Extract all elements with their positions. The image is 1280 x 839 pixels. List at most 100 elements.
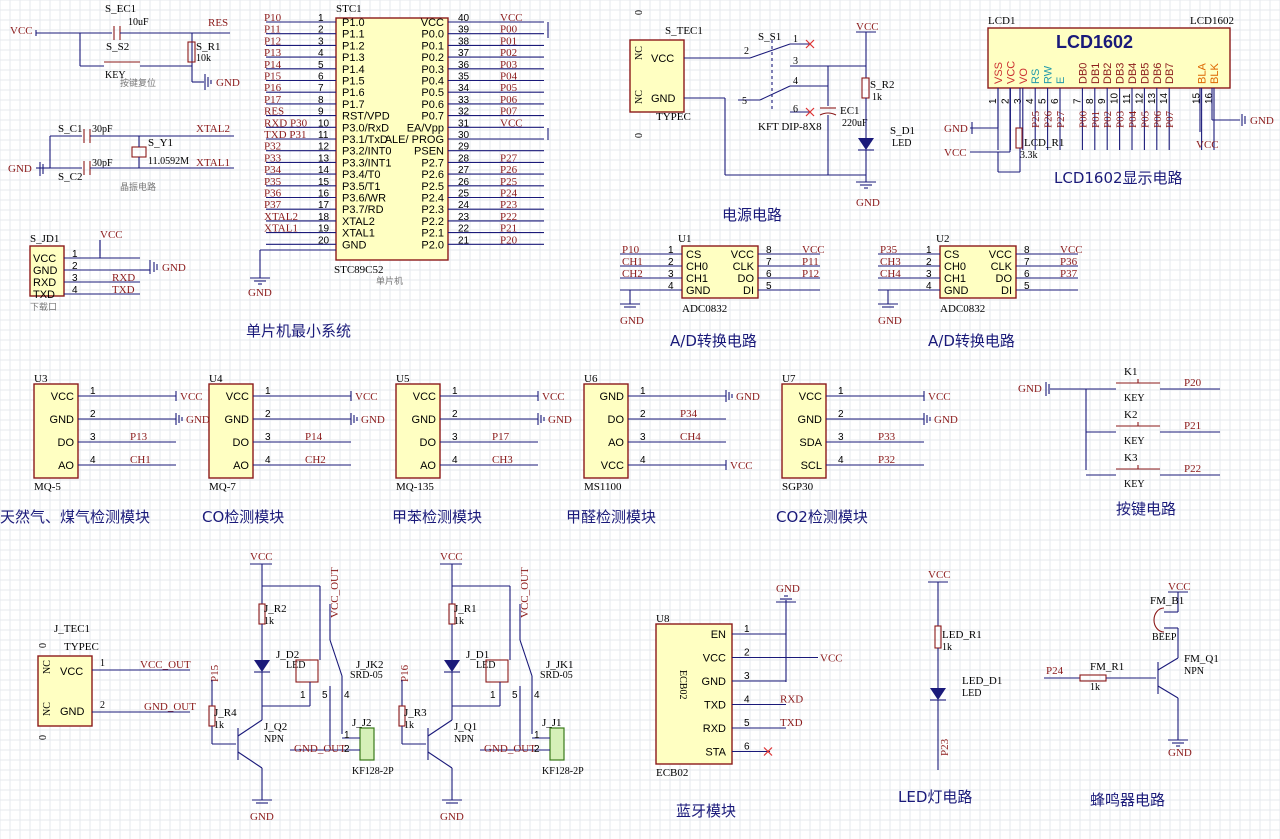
mcu-left-num: 3	[318, 36, 324, 47]
sensor-num: 4	[265, 455, 271, 466]
mcu-right-net: P22	[500, 211, 517, 223]
bt-pin: VCC	[703, 653, 726, 665]
relay-terminal-designator: J_J2	[352, 717, 372, 729]
sensor-net: P17	[492, 431, 510, 443]
buzzer-q-value: NPN	[1184, 666, 1204, 677]
relay-led-designator: J_D1	[466, 649, 489, 661]
mcu-right-pin: P0.3	[421, 64, 444, 76]
sensor-net: VCC	[730, 460, 753, 472]
crystal-frequency: 11.0592M	[148, 156, 189, 167]
adc-right-num: 8	[766, 245, 772, 256]
mcu-part: STC89C52	[334, 264, 384, 276]
download-net: RXD	[112, 272, 135, 284]
lcd-num: 14	[1159, 92, 1170, 104]
sensor-pin: GND	[225, 414, 250, 426]
relay-designator: J_JK2	[356, 659, 384, 671]
adc-left-pin: GND	[944, 285, 969, 297]
key-value: KEY	[1124, 393, 1145, 404]
adc-left-pin: CS	[686, 249, 701, 261]
mcu-left-num: 10	[318, 118, 330, 129]
crystal-c1-value: 30pF	[92, 124, 113, 135]
mcu-right-net: P02	[500, 47, 517, 59]
mcu-right-num: 37	[458, 48, 470, 59]
power-jack-nc-2: NC	[634, 90, 645, 104]
section-title-ms1100: 甲醛检测模块	[566, 508, 656, 526]
mcu-left-pin: P3.6/WR	[342, 193, 386, 205]
keys-gnd: GND	[1018, 383, 1042, 395]
mcu-left-num: 17	[318, 200, 330, 211]
mcu-left-net: P16	[264, 82, 282, 94]
relay-term-num: 1	[534, 730, 540, 741]
adc-right-net: P11	[802, 256, 819, 268]
adc-right-num: 7	[766, 257, 772, 268]
mcu-left-net: P37	[264, 199, 282, 211]
sensor-pin: AO	[420, 460, 436, 472]
sensor-net: P32	[878, 454, 895, 466]
download-pin: VCC	[33, 253, 56, 265]
key-value: KEY	[1124, 436, 1145, 447]
sw-num-4: 4	[793, 76, 798, 87]
mcu-right-net: P20	[500, 234, 518, 246]
adc-left-num: 4	[668, 281, 674, 292]
mcu-left-net: P34	[264, 164, 282, 176]
bt-num: 2	[744, 648, 750, 659]
sensor-part: MS1100	[584, 481, 622, 493]
key-net: P22	[1184, 463, 1201, 475]
sensor-pin: DO	[233, 437, 250, 449]
adc-right-pin: VCC	[731, 249, 754, 261]
mcu-left-net: RES	[264, 106, 284, 118]
relay-terminal-model: KF128-2P	[352, 766, 394, 777]
buzzer-q-designator: FM_Q1	[1184, 653, 1219, 665]
relay-res-designator: J_R1	[454, 603, 477, 615]
sensor-part: MQ-5	[34, 481, 61, 493]
lcd-num: 6	[1050, 98, 1061, 104]
reset-key-designator: S_S2	[106, 41, 129, 53]
reset-net-res: RES	[208, 17, 228, 29]
sensor-pin: SCL	[801, 460, 822, 472]
bt-num: 3	[744, 671, 750, 682]
mcu-right-pin: P2.5	[421, 181, 444, 193]
mcu-right-net: P07	[500, 106, 518, 118]
adc-right-net: VCC	[802, 244, 825, 256]
lcd-net: P00	[1077, 110, 1089, 128]
lcd-pin: BLK	[1209, 63, 1221, 84]
adc-left-pin: CH1	[686, 273, 708, 285]
mcu-left-pin: RST/VPD	[342, 111, 390, 123]
mcu-right-net: P06	[500, 94, 518, 106]
sensor-pin: SDA	[799, 437, 822, 449]
mcu-right-num: 21	[458, 235, 470, 246]
lcd-pin: DB3	[1115, 63, 1127, 84]
adc-designator: U1	[678, 233, 691, 245]
mcu-right-net: VCC	[500, 117, 523, 129]
adc-left-pin: CH0	[686, 261, 708, 273]
relay-gnd: GND	[250, 811, 274, 823]
lcd-pin: DB7	[1164, 63, 1176, 84]
sensor-num: 2	[838, 409, 844, 420]
led-circuit: VCC LED_R1 1k LED_D1 LED P23 LED灯电路	[898, 569, 1002, 806]
adc-left-pin: CH1	[944, 273, 966, 285]
relay-term-num: 1	[344, 730, 350, 741]
relay-res-designator: J_R2	[264, 603, 287, 615]
key-designator: K2	[1124, 409, 1137, 421]
mcu-right-num: 24	[458, 200, 470, 211]
lcd-gnd-left: GND	[944, 123, 968, 135]
sensor-net: CH3	[492, 454, 513, 466]
mcu-right-num: 35	[458, 72, 470, 83]
jack2-nc-1: NC	[42, 660, 53, 674]
lcd-pin: RW	[1043, 65, 1055, 84]
adc-part: ADC0832	[940, 303, 985, 315]
lcd-pin: E	[1055, 77, 1067, 84]
section-title-keys: 按键电路	[1116, 500, 1176, 518]
sw-num-2: 2	[744, 46, 749, 57]
key-net: P20	[1184, 377, 1202, 389]
mcu-left-num: 13	[318, 153, 330, 164]
section-title-mcu: 单片机最小系统	[246, 322, 351, 340]
crystal-c1-designator: S_C1	[58, 123, 82, 135]
sensor-num: 3	[838, 432, 844, 443]
adc-left-pin: CS	[944, 249, 959, 261]
relay-gndout: GND_OUT	[294, 743, 346, 755]
download-net: TXD	[112, 284, 135, 296]
mcu-right-pin: PSEN	[414, 146, 444, 158]
